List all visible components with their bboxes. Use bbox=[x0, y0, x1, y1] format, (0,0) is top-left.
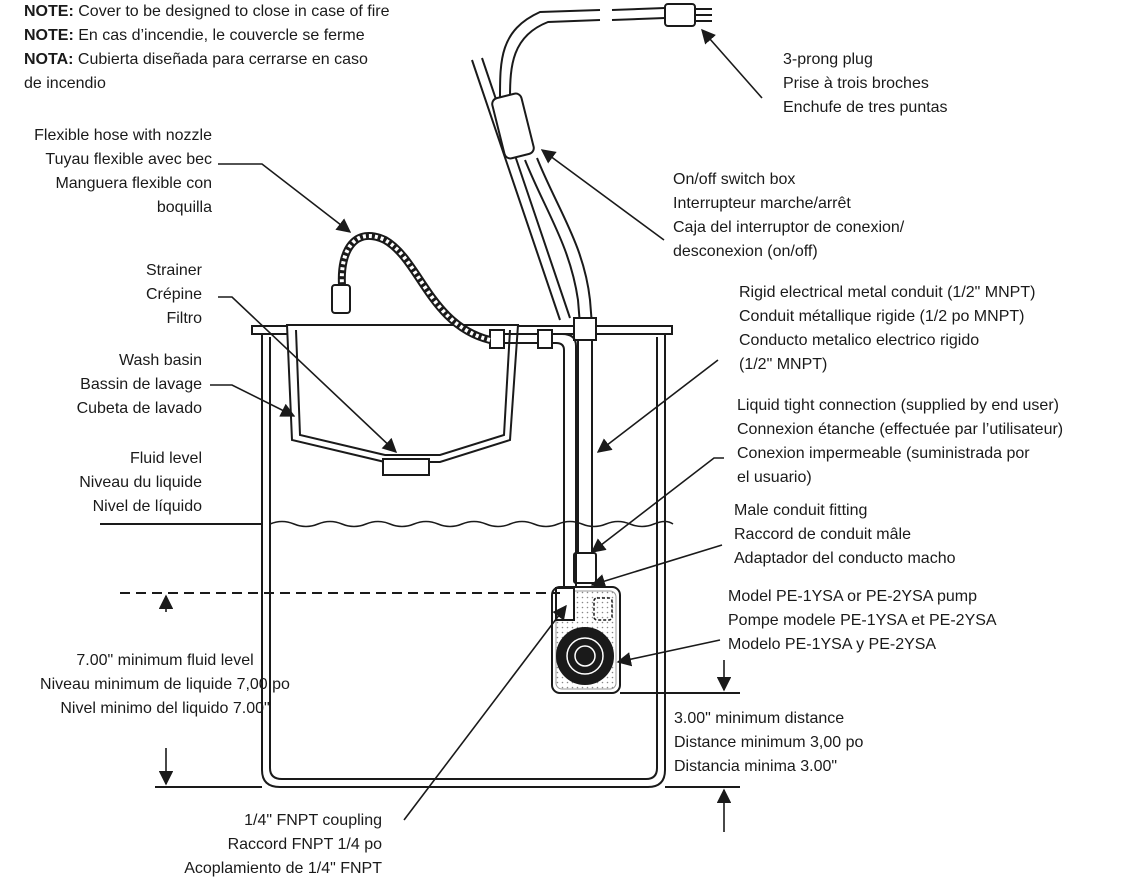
note-fr: NOTE: En cas d’incendie, le couvercle se… bbox=[24, 27, 365, 44]
leader-coupling bbox=[403, 604, 567, 821]
rigid-conduit bbox=[573, 317, 597, 584]
label-male-fitting: Male conduit fitting Raccord de conduit … bbox=[734, 502, 956, 567]
label-hose: Flexible hose with nozzle Tuyau flexible… bbox=[34, 127, 212, 216]
leader-pump bbox=[616, 639, 721, 667]
note-en: NOTE: Cover to be designed to close in c… bbox=[24, 3, 390, 20]
power-cord bbox=[499, 3, 712, 99]
note-es-cont: de incendio bbox=[24, 75, 106, 92]
label-coupling: 1/4" FNPT coupling Raccord FNPT 1/4 po A… bbox=[184, 812, 382, 877]
leader-plug bbox=[701, 28, 763, 99]
leader-hose bbox=[218, 163, 352, 233]
label-switch: On/off switch box Interrupteur marche/ar… bbox=[673, 171, 905, 260]
note-es: NOTA: Cubierta diseñada para cerrarse en… bbox=[24, 51, 368, 68]
label-strainer: Strainer Crépine Filtro bbox=[145, 262, 202, 327]
leader-liquid-tight bbox=[590, 457, 724, 553]
fire-notes: NOTE: Cover to be designed to close in c… bbox=[24, 0, 390, 96]
leader-basin bbox=[210, 384, 296, 417]
label-fluid-level: Fluid level Niveau du liquide Nivel de l… bbox=[79, 450, 202, 515]
label-min-fluid: 7.00" minimum fluid level Niveau minimum… bbox=[40, 652, 290, 717]
discharge-pipe bbox=[489, 329, 577, 590]
leader-conduit bbox=[596, 359, 719, 453]
fluid-surface bbox=[269, 520, 674, 528]
switch-box bbox=[491, 92, 535, 160]
label-liquid-tight: Liquid tight connection (supplied by end… bbox=[737, 397, 1064, 486]
leader-strainer bbox=[218, 296, 398, 453]
label-basin: Wash basin Bassin de lavage Cubeta de la… bbox=[76, 352, 202, 417]
label-conduit: Rigid electrical metal conduit (1/2" MNP… bbox=[739, 284, 1036, 373]
label-pump: Model PE-1YSA or PE-2YSA pump Pompe mode… bbox=[728, 588, 997, 653]
pump bbox=[551, 586, 621, 694]
switch-conduit bbox=[524, 159, 581, 326]
flexible-hose bbox=[331, 231, 492, 344]
leader-male-fitting bbox=[590, 544, 723, 589]
label-min-distance: 3.00" minimum distance Distance minimum … bbox=[674, 710, 864, 775]
wash-basin bbox=[285, 324, 520, 476]
label-plug: 3-prong plug Prise à trois broches Enchu… bbox=[783, 51, 948, 116]
leader-switch bbox=[540, 149, 665, 241]
